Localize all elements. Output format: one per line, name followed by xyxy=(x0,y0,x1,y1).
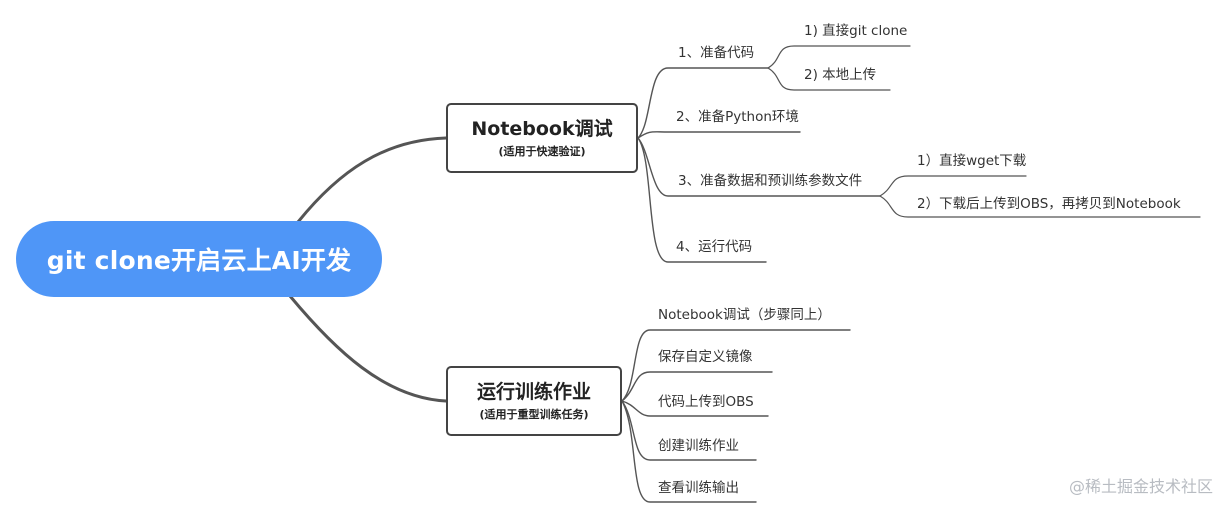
subitem-git-clone[interactable]: 1) 直接git clone xyxy=(804,23,908,39)
item-view-output[interactable]: 查看训练输出 xyxy=(658,480,739,496)
branch-title: 运行训练作业 xyxy=(476,380,591,403)
connector-sub-local xyxy=(767,67,891,91)
connector-item-code xyxy=(637,67,769,139)
subitem-local-upload[interactable]: 2) 本地上传 xyxy=(804,67,877,83)
item-create-job[interactable]: 创建训练作业 xyxy=(658,438,739,454)
connector-item-python xyxy=(637,131,801,139)
connector-item-upload-obs xyxy=(621,400,769,417)
branch-title: Notebook调试 xyxy=(471,117,613,140)
branch-subtitle: (适用于快速验证) xyxy=(498,144,586,158)
item-upload-obs[interactable]: 代码上传到OBS xyxy=(658,394,754,410)
branch-node-notebook[interactable]: Notebook调试 (适用于快速验证) xyxy=(446,103,638,173)
connector-sub-gitclone xyxy=(767,45,911,69)
item-run-code[interactable]: 4、运行代码 xyxy=(676,239,753,255)
connector-sub-obs xyxy=(879,195,1201,218)
connector-item-view-output xyxy=(621,400,757,503)
watermark: @稀土掘金技术社区 xyxy=(1068,477,1213,496)
branch-node-training[interactable]: 运行训练作业 (适用于重型训练任务) xyxy=(446,366,622,436)
subitem-wget[interactable]: 1）直接wget下载 xyxy=(917,153,1027,169)
connector-item-notebook-debug xyxy=(621,329,851,402)
connector-sub-wget xyxy=(879,175,1027,197)
item-prepare-code[interactable]: 1、准备代码 xyxy=(678,45,755,61)
root-label: git clone开启云上AI开发 xyxy=(46,246,352,275)
connector-root-notebook xyxy=(296,136,448,224)
connector-item-save-image xyxy=(621,371,773,402)
item-notebook-debug[interactable]: Notebook调试（步骤同上） xyxy=(658,307,831,323)
item-prepare-data[interactable]: 3、准备数据和预训练参数文件 xyxy=(678,173,863,189)
branch-subtitle: (适用于重型训练任务) xyxy=(479,407,589,421)
connector-item-run xyxy=(637,137,767,263)
item-prepare-python[interactable]: 2、准备Python环境 xyxy=(676,109,799,125)
connector-item-create-job xyxy=(621,400,757,461)
item-save-image[interactable]: 保存自定义镜像 xyxy=(658,349,753,365)
root-node[interactable]: git clone开启云上AI开发 xyxy=(16,221,382,297)
connector-root-training xyxy=(288,294,448,403)
subitem-upload-obs-copy[interactable]: 2）下载后上传到OBS，再拷贝到Notebook xyxy=(917,196,1181,212)
